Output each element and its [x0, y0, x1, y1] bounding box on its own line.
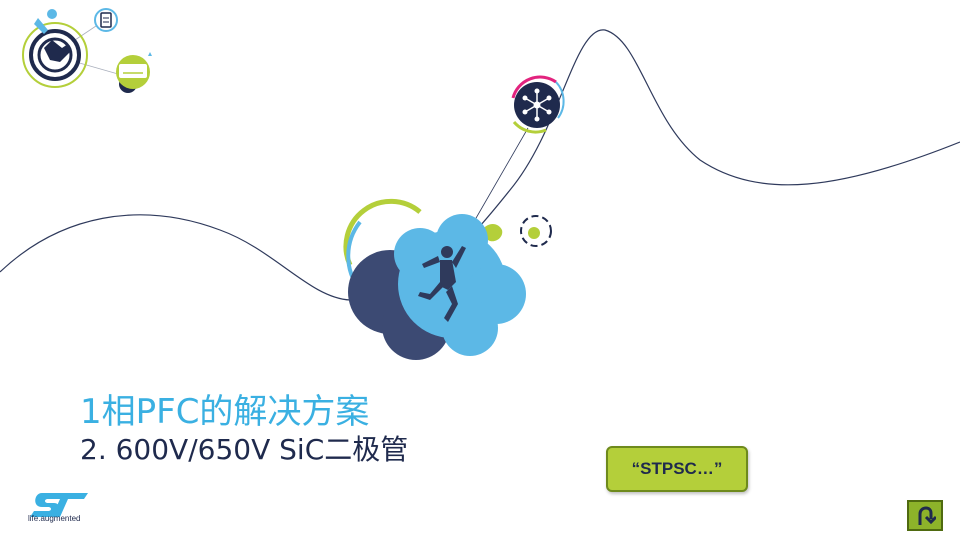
back-button[interactable]	[907, 500, 943, 531]
st-logo	[30, 493, 88, 517]
slide-subtitle: 2. 600V/650V SiC二极管	[80, 433, 409, 466]
cloud-cluster	[343, 198, 526, 360]
document-icon	[94, 8, 118, 32]
target-icon	[520, 215, 552, 247]
stpsc-button[interactable]: “STPSC…”	[606, 446, 748, 492]
mountain-curve	[0, 29, 960, 301]
connector-line	[467, 127, 529, 233]
logo-tagline: life.augmented	[28, 514, 81, 523]
air-conditioner-icon	[116, 52, 152, 93]
robot-arm-icon	[22, 9, 88, 88]
jumping-person-figure	[418, 246, 466, 322]
network-icon	[511, 75, 565, 134]
slide-title: 1相PFC的解决方案	[80, 392, 370, 432]
back-arrow-icon	[918, 505, 936, 525]
